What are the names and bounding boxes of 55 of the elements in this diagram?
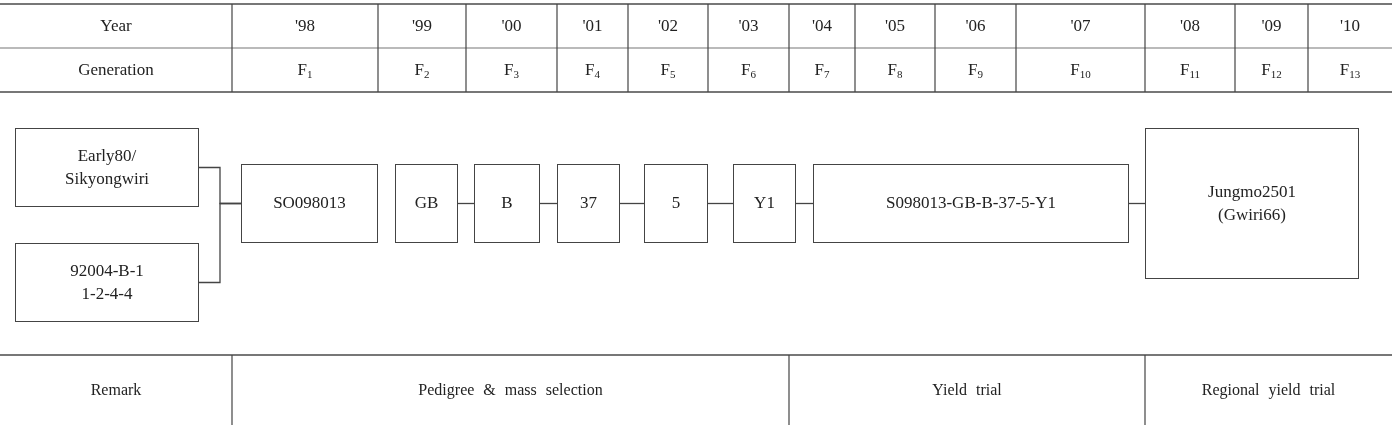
generation-label: F$_{10}$ <box>1070 60 1091 80</box>
box-label: Early80/ Sikyongwiri <box>63 144 151 190</box>
year-label: '05 <box>884 16 906 36</box>
generation-label: F$_{4}$ <box>585 60 600 80</box>
connector-line <box>707 202 734 205</box>
generation-label: F$_{3}$ <box>504 60 519 80</box>
year-label: '08 <box>1179 16 1201 36</box>
stage-label: Pedigree & mass selection <box>418 381 603 399</box>
pedigree-box <box>733 164 796 243</box>
pedigree-box <box>395 164 458 243</box>
generation-label: F$_{6}$ <box>741 60 756 80</box>
box-label: B <box>501 192 513 215</box>
year-label: '00 <box>501 16 522 36</box>
year-label: '03 <box>738 16 759 36</box>
connector-line <box>619 202 645 205</box>
row-header: Generation <box>78 60 154 80</box>
year-label: '06 <box>965 16 986 36</box>
box-label: SO098013 <box>273 192 346 215</box>
generation-label: F$_{12}$ <box>1261 60 1282 80</box>
generation-label: F$_{5}$ <box>660 60 676 80</box>
box-label: 37 <box>580 192 597 215</box>
year-label: '02 <box>657 16 679 36</box>
row-header: Remark <box>90 381 142 399</box>
year-label: '10 <box>1339 16 1361 36</box>
year-label: '01 <box>582 16 603 36</box>
year-label: '09 <box>1261 16 1282 36</box>
pedigree-box <box>474 164 540 243</box>
year-label: '07 <box>1070 16 1091 36</box>
pedigree-box <box>15 243 199 322</box>
connector-line <box>198 202 242 284</box>
year-label: '99 <box>411 16 433 36</box>
box-label: 92004-B-1 1-2-4-4 <box>69 259 145 305</box>
generation-label: F$_{1}$ <box>297 60 313 80</box>
box-label: Y1 <box>754 192 775 215</box>
pedigree-box <box>557 164 620 243</box>
box-label: GB <box>414 192 439 215</box>
pedigree-box <box>1145 128 1359 279</box>
generation-label: F$_{2}$ <box>414 60 430 80</box>
stage-label: Regional yield trial <box>1201 381 1336 399</box>
row-header: Year <box>100 16 132 36</box>
box-label: S098013-GB-B-37-5-Y1 <box>886 192 1056 215</box>
box-label: 5 <box>671 192 681 215</box>
pedigree-box <box>813 164 1129 243</box>
stage-label: Yield trial <box>932 381 1002 399</box>
year-label: '98 <box>294 16 316 36</box>
generation-label: F$_{7}$ <box>814 60 830 80</box>
pedigree-box <box>15 128 199 207</box>
generation-label: F$_{8}$ <box>887 60 903 80</box>
generation-label: F$_{9}$ <box>968 60 983 80</box>
year-label: '04 <box>811 16 833 36</box>
pedigree-box <box>241 164 378 243</box>
generation-label: F$_{13}$ <box>1339 60 1361 80</box>
pedigree-box <box>644 164 708 243</box>
generation-label: F$_{11}$ <box>1179 60 1201 80</box>
box-label: Jungmo2501 (Gwiri66) <box>1207 180 1297 226</box>
